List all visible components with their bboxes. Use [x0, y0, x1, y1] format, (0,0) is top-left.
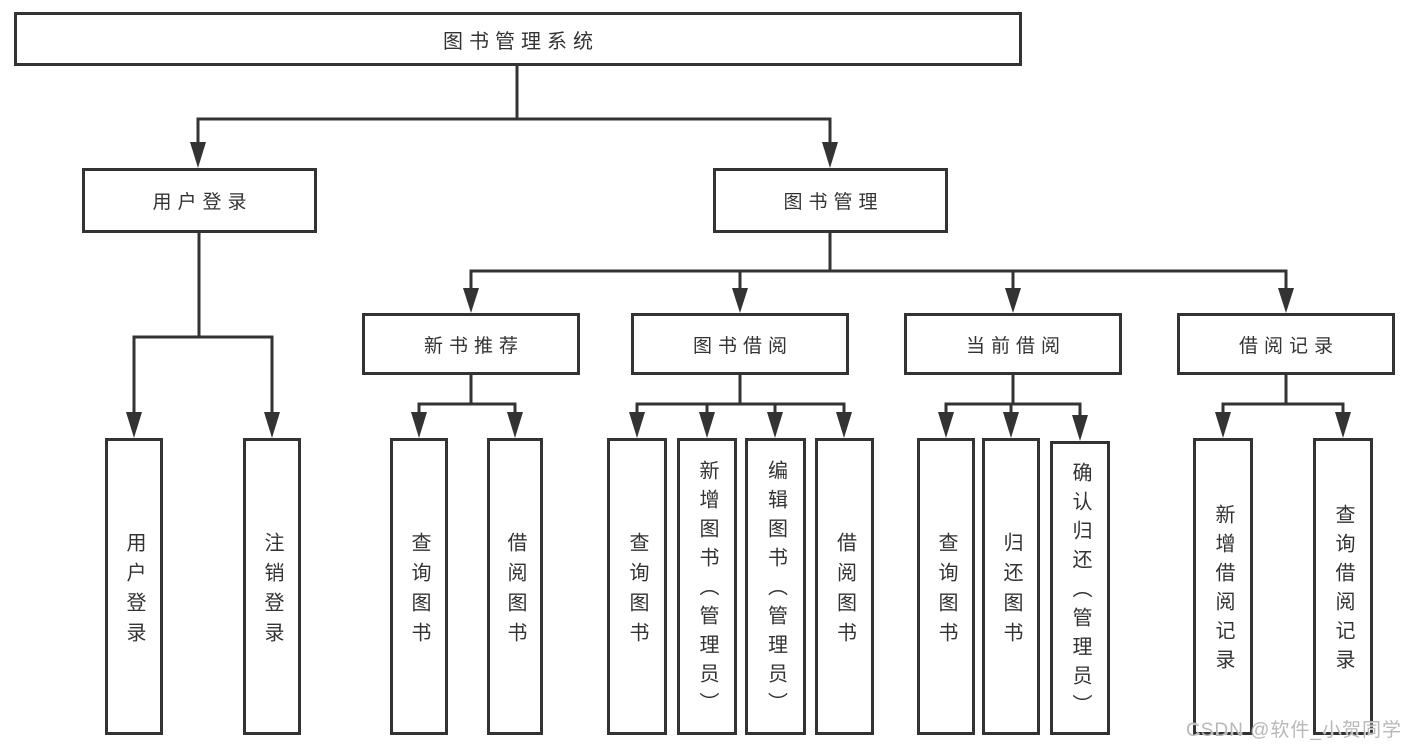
arrowheads-borrow-records-children [1215, 412, 1351, 438]
node-edit-books-admin-label: 编辑图书（管理员） [764, 460, 787, 721]
node-add-borrow-record-label: 新增借阅记录 [1212, 503, 1234, 678]
node-root: 图书管理系统 [14, 12, 1022, 66]
arrowheads-level3 [463, 288, 1294, 313]
arrowheads-user-login-children [126, 412, 280, 438]
node-add-borrow-record: 新增借阅记录 [1193, 438, 1253, 735]
node-borrow-books-rec: 借阅图书 [487, 438, 543, 735]
node-book-borrow-label: 图书借阅 [692, 335, 793, 357]
node-query-borrow-record-label: 查询借阅记录 [1332, 503, 1354, 678]
node-book-mgmt-label: 图书管理 [783, 192, 884, 213]
connector-user-login-children [132, 231, 274, 416]
connector-book-borrow-children [635, 373, 846, 416]
connector-borrow-records-children [1221, 373, 1345, 416]
node-logout: 注销登录 [243, 438, 301, 735]
arrowheads-level2 [190, 142, 838, 168]
node-current-borrow: 当前借阅 [904, 313, 1122, 375]
node-query-borrow-record: 查询借阅记录 [1313, 438, 1373, 735]
node-new-book-rec: 新书推荐 [362, 313, 580, 375]
node-new-book-rec-label: 新书推荐 [423, 335, 524, 357]
node-book-mgmt: 图书管理 [713, 168, 948, 233]
arrowheads-current-borrow-children [938, 412, 1088, 441]
node-query-books-borrow-label: 查询图书 [626, 531, 648, 652]
node-logout-label: 注销登录 [261, 531, 283, 652]
node-borrow-records-label: 借阅记录 [1238, 335, 1339, 357]
node-query-books-rec-label: 查询图书 [408, 531, 430, 652]
node-user-login-leaf-label: 用户登录 [123, 531, 145, 652]
arrowheads-book-borrow-children [629, 412, 852, 438]
node-query-books-current: 查询图书 [917, 438, 975, 735]
node-user-login-label: 用户登录 [152, 192, 253, 213]
node-edit-books-admin: 编辑图书（管理员） [745, 438, 806, 735]
connector-new-book-rec-children [417, 373, 517, 416]
node-confirm-return-admin: 确认归还（管理员） [1050, 441, 1110, 735]
node-user-login: 用户登录 [82, 168, 317, 233]
connector-book-mgmt-to-level3 [469, 231, 1288, 292]
node-book-borrow: 图书借阅 [631, 313, 849, 375]
connector-root-to-level2 [196, 64, 832, 148]
node-borrow-records: 借阅记录 [1177, 313, 1395, 375]
connector-current-borrow-children [944, 373, 1082, 419]
node-confirm-return-admin-label: 确认归还（管理员） [1069, 461, 1091, 723]
arrowheads-new-book-rec-children [411, 412, 523, 438]
node-return-books-label: 归还图书 [1000, 531, 1022, 652]
node-borrow-books-rec-label: 借阅图书 [504, 531, 526, 652]
node-user-login-leaf: 用户登录 [105, 438, 163, 735]
node-add-books-admin: 新增图书（管理员） [677, 438, 737, 735]
node-query-books-borrow: 查询图书 [607, 438, 667, 735]
node-current-borrow-label: 当前借阅 [965, 335, 1066, 357]
csdn-watermark: CSDN @软件_小贺同学 [1186, 720, 1402, 741]
node-query-books-current-label: 查询图书 [935, 531, 957, 652]
node-borrow-books-leaf: 借阅图书 [815, 438, 874, 735]
node-add-books-admin-label: 新增图书（管理员） [696, 460, 718, 721]
node-borrow-books-leaf-label: 借阅图书 [833, 531, 856, 652]
node-query-books-rec: 查询图书 [390, 438, 448, 735]
node-root-label: 图书管理系统 [443, 30, 599, 53]
node-return-books: 归还图书 [982, 438, 1040, 735]
